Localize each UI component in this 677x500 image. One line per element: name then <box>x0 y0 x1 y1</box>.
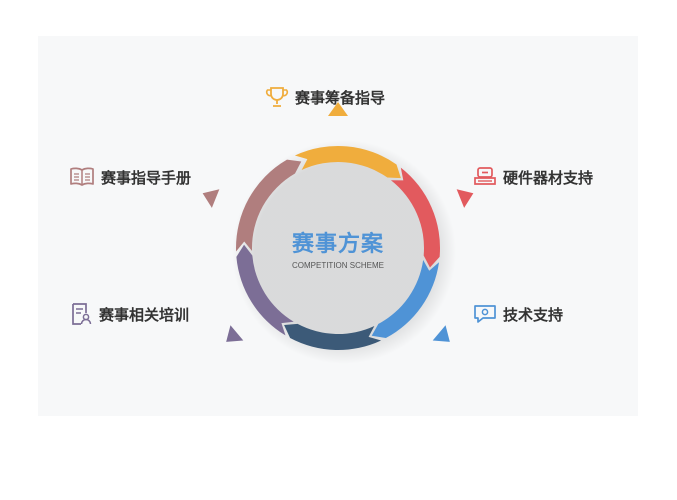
node-preparation-guidance: 赛事筹备指导 <box>265 86 385 108</box>
hardware-device-icon <box>474 167 496 185</box>
node-label: 硬件器材支持 <box>503 168 594 187</box>
node-label: 赛事相关培训 <box>99 305 190 324</box>
center-title: 赛事方案 <box>291 232 384 257</box>
marker-right-lower <box>432 325 450 342</box>
open-book-icon <box>70 167 94 186</box>
marker-left-upper <box>202 189 220 208</box>
node-hardware-support: 硬件器材支持 <box>473 166 593 188</box>
node-label: 技术支持 <box>503 305 564 324</box>
arc-segment-left-lower <box>236 244 294 336</box>
arc-segment-bottom <box>284 323 382 350</box>
marker-top <box>328 102 348 116</box>
cycle-ring <box>235 146 440 350</box>
arc-segment-right-upper <box>390 167 440 268</box>
direction-markers <box>202 102 474 342</box>
center-subtitle: COMPETITION SCHEME <box>291 261 384 270</box>
marker-right-upper <box>456 189 474 208</box>
node-technical-support: 技术支持 <box>473 303 563 325</box>
node-training: 赛事相关培训 <box>69 303 189 325</box>
node-label: 赛事筹备指导 <box>295 88 386 107</box>
node-guidance-manual: 赛事指导手册 <box>69 166 191 188</box>
arc-segment-left-upper <box>235 159 302 252</box>
trophy-icon <box>266 87 288 107</box>
node-label: 赛事指导手册 <box>101 168 192 187</box>
arc-segment-top <box>294 146 401 179</box>
marker-left-lower <box>226 325 244 342</box>
arc-segment-right-lower <box>371 259 440 339</box>
training-document-icon <box>72 303 92 325</box>
support-chat-icon <box>474 305 496 323</box>
